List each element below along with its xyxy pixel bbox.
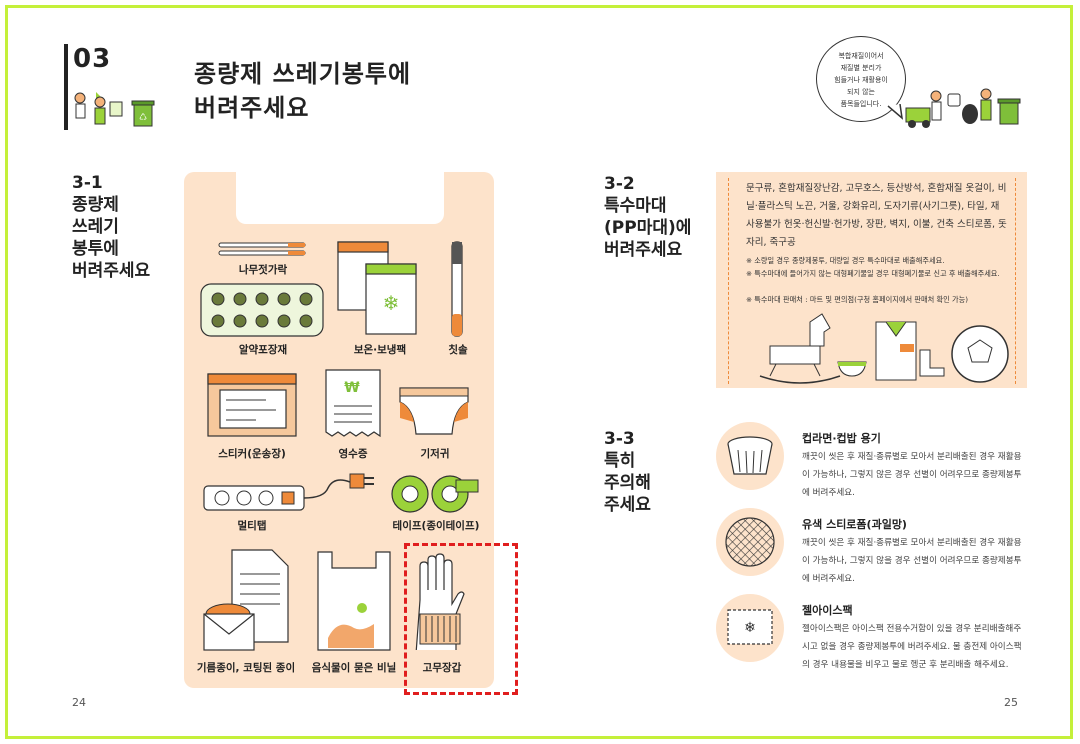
- label-cooler-pack: 보온·보냉팩: [353, 344, 407, 356]
- cooler-pack-icon: ❄: [337, 241, 417, 335]
- heading-num: 3-2: [604, 174, 635, 194]
- label-diaper: 기저귀: [420, 448, 450, 460]
- cup-noodle-icon: [727, 436, 773, 475]
- heading-line: 특수마대: [604, 196, 667, 216]
- heading-line: 종량제: [72, 195, 119, 215]
- receipt-won-symbol: ₩: [344, 380, 360, 396]
- label-toothbrush: 칫솔: [448, 344, 468, 356]
- label-chopsticks: 나무젓가락: [238, 264, 288, 276]
- ice-pack-icon: ❄: [727, 609, 773, 645]
- fruit-net-icon: [725, 517, 775, 567]
- care-title-1: 컵라면·컵밥 용기: [802, 432, 881, 445]
- label-tape: 테이프(종이테이프): [392, 520, 480, 532]
- label-greasy-paper: 기름종이, 코팅된 종이: [196, 662, 296, 674]
- label-sticker: 스티커(운송장): [218, 448, 286, 460]
- label-rubber-gloves: 고무장갑: [422, 662, 462, 674]
- people-truck-recycle-icon: [905, 88, 1021, 128]
- rocking-horse-icon: [759, 313, 841, 384]
- svg-text:❄: ❄: [744, 620, 756, 636]
- heading-3-1: 3-1 종량제 쓰레기 봉투에 버려주세요: [72, 172, 150, 282]
- heading-line: 쓰레기: [72, 217, 119, 237]
- page-number-right: 25: [1004, 696, 1018, 709]
- heading-line: 봉투에: [72, 239, 119, 259]
- heading-3-2: 3-2 특수마대 (PP마대)에 버려주세요: [604, 173, 691, 261]
- page-title-line1: 종량제 쓰레기봉투에: [194, 60, 412, 88]
- pp-note-1: ※ 소량일 경우 종량제봉투, 대량일 경우 특수마대로 배출해주세요.: [746, 256, 945, 265]
- heading-line: 특히: [604, 451, 636, 471]
- power-strip-icon: [203, 473, 374, 511]
- shirt-icon: [875, 321, 917, 381]
- svg-text:❄: ❄: [383, 291, 400, 315]
- greasy-paper-icon: [203, 549, 289, 651]
- section-bar: [64, 44, 68, 130]
- care-desc-3: 젤아이스팩은 아이스팩 전용수거함이 있을 경우 분리배출해주시고 없을 경우 …: [802, 624, 1022, 670]
- pp-sack-items: 문구류, 혼합재질장난감, 고무호스, 등산방석, 혼합재질 옷걸이, 비닐·플…: [746, 183, 1007, 248]
- heading-num: 3-1: [72, 173, 103, 193]
- highlight-dashed-box: [404, 543, 518, 695]
- pp-note-3: ※ 특수마대 판매처 : 마트 및 편의점(구청 홈페이지에서 판매처 확인 가…: [746, 295, 969, 304]
- pp-note-2: ※ 특수마대에 들어가지 않는 대형폐기물일 경우 대형폐기물로 신고 후 배출…: [746, 269, 1000, 278]
- page-frame: [5, 5, 1073, 739]
- heading-line: 버려주세요: [72, 261, 151, 281]
- rubber-gloves-icon: [415, 553, 465, 650]
- pp-sack-stitch: [728, 178, 1016, 384]
- chopsticks-icon: [218, 242, 306, 256]
- tape-icon: [391, 475, 479, 513]
- pill-pack-icon: [200, 283, 324, 337]
- heading-3-3: 3-3 특히 주의해 주세요: [604, 428, 651, 516]
- bubble-text: 복합재질이어서 재질별 분리가 힘들거나 재활용이 되지 않는 품목들입니다.: [834, 52, 888, 108]
- page-number-left: 24: [72, 696, 86, 709]
- pp-items-illustration: [759, 313, 1009, 384]
- section-number: 03: [73, 44, 112, 74]
- care-desc-2: 깨끗이 씻은 후 재질·종류별로 모아서 분리배출된 경우 재활용이 가능하나,…: [802, 538, 1022, 584]
- food-vinyl-icon: [317, 551, 391, 651]
- trash-bag-handle-cutout: [236, 172, 444, 224]
- heading-line: 버려주세요: [604, 240, 683, 260]
- heading-line: (PP마대)에: [604, 218, 692, 238]
- heading-num: 3-3: [604, 429, 635, 449]
- heading-line: 주세요: [604, 495, 651, 515]
- care-desc-1: 깨끗이 씻은 후 재질·종류별로 모아서 분리배출된 경우 재활용이 가능하나,…: [802, 452, 1022, 498]
- people-recycle-icon: ♺: [74, 92, 155, 127]
- toothbrush-icon: [451, 241, 463, 337]
- boot-icon: [919, 349, 945, 377]
- label-power-strip: 멀티탭: [237, 520, 267, 532]
- receipt-icon: [325, 369, 381, 438]
- page-title-line2: 버려주세요: [194, 94, 310, 122]
- care-title-2: 유색 스티로폼(과일망): [802, 518, 907, 531]
- speech-bubble-tail: [887, 104, 904, 120]
- label-food-vinyl: 음식물이 묻은 비닐: [311, 662, 397, 674]
- sticker-box-icon: [207, 373, 297, 437]
- label-receipt: 영수증: [338, 448, 368, 460]
- label-pill-pack: 알약포장재: [238, 344, 288, 356]
- bowl-icon: [837, 361, 867, 377]
- ball-icon: [951, 325, 1009, 383]
- heading-line: 주의해: [604, 473, 651, 493]
- care-title-3: 젤아이스팩: [802, 604, 853, 617]
- svg-text:♺: ♺: [139, 113, 147, 123]
- diaper-icon: [399, 387, 469, 435]
